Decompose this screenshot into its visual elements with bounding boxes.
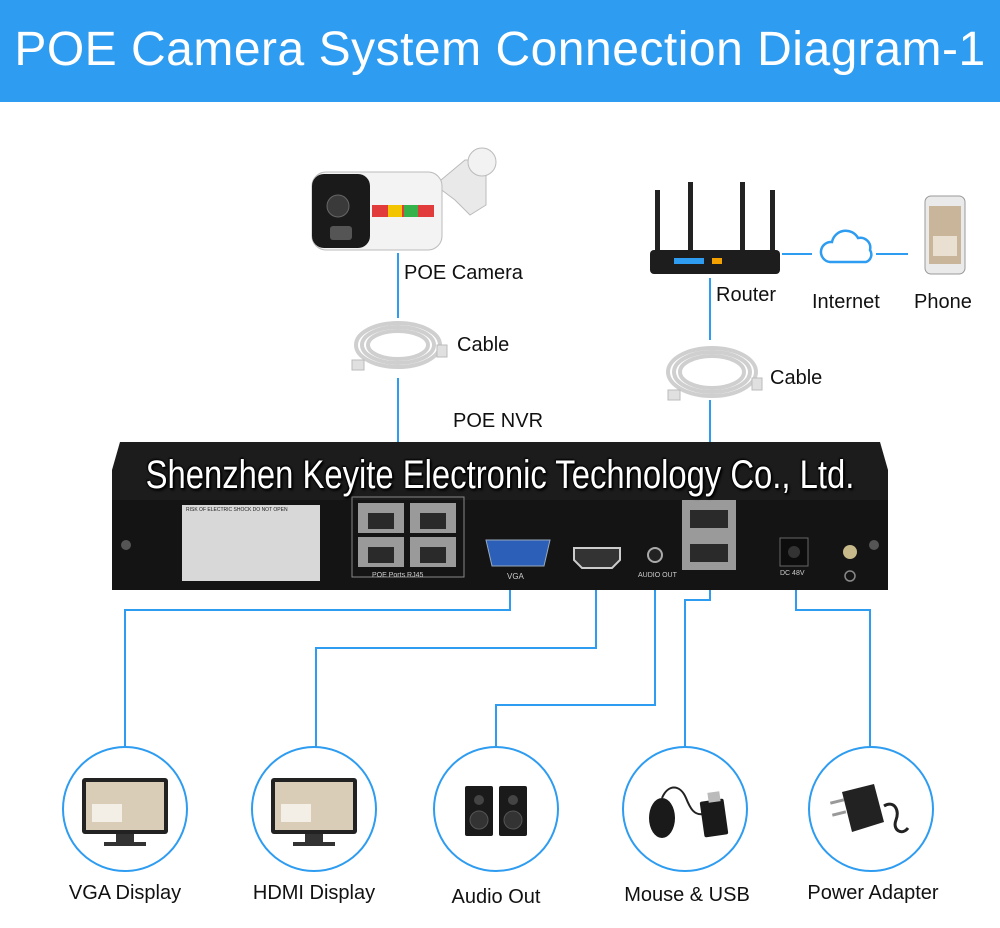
phone-icon [924,195,966,275]
phone-label: Phone [914,291,972,313]
cable-right-label: Cable [770,367,823,389]
power-adapter-label: Power Adapter [807,882,939,904]
poe-camera-icon [311,147,497,251]
hdmi-display-circle [251,746,377,872]
poe-camera-label: POE Camera [404,262,523,284]
speakers-icon [465,786,527,836]
cable-left-label: Cable [457,334,510,356]
cloud-icon [819,229,873,264]
power-adapter-circle [808,746,934,872]
router-label: Router [716,284,777,306]
mouse-usb-circle [622,746,748,872]
company-watermark: Shenzhen Keyite Electronic Technology Co… [145,453,855,497]
nvr-vga-label: VGA [507,572,524,581]
cable-right-icon [666,346,763,401]
vga-display-label: VGA Display [68,882,182,904]
internet-label: Internet [812,291,880,313]
audio-out-circle [433,746,559,872]
poe-nvr-icon [112,442,888,590]
poe-nvr-label: POE NVR [453,410,544,432]
audio-out-label: Audio Out [451,886,541,908]
nvr-poe-ports-label: POE Ports RJ45 [372,572,424,579]
hdmi-display-label: HDMI Display [252,882,376,904]
router-icon [650,182,780,274]
cable-left-icon [351,321,448,371]
nvr-dc-label: DC 48V [780,570,805,577]
monitor-icon [82,778,168,846]
power-adapter-icon [829,784,910,834]
vga-display-circle [62,746,188,872]
title-banner: POE Camera System Connection Diagram-1 [0,0,1000,102]
monitor-icon [271,778,357,846]
mouse-usb-label: Mouse & USB [624,884,750,906]
nvr-audio-label: AUDIO OUT [638,572,677,579]
connection-lines [124,253,908,752]
page-title: POE Camera System Connection Diagram-1 [14,23,986,76]
nvr-warning-label: RISK OF ELECTRIC SHOCK DO NOT OPEN [186,507,288,513]
mouse-usb-icon [649,786,729,838]
